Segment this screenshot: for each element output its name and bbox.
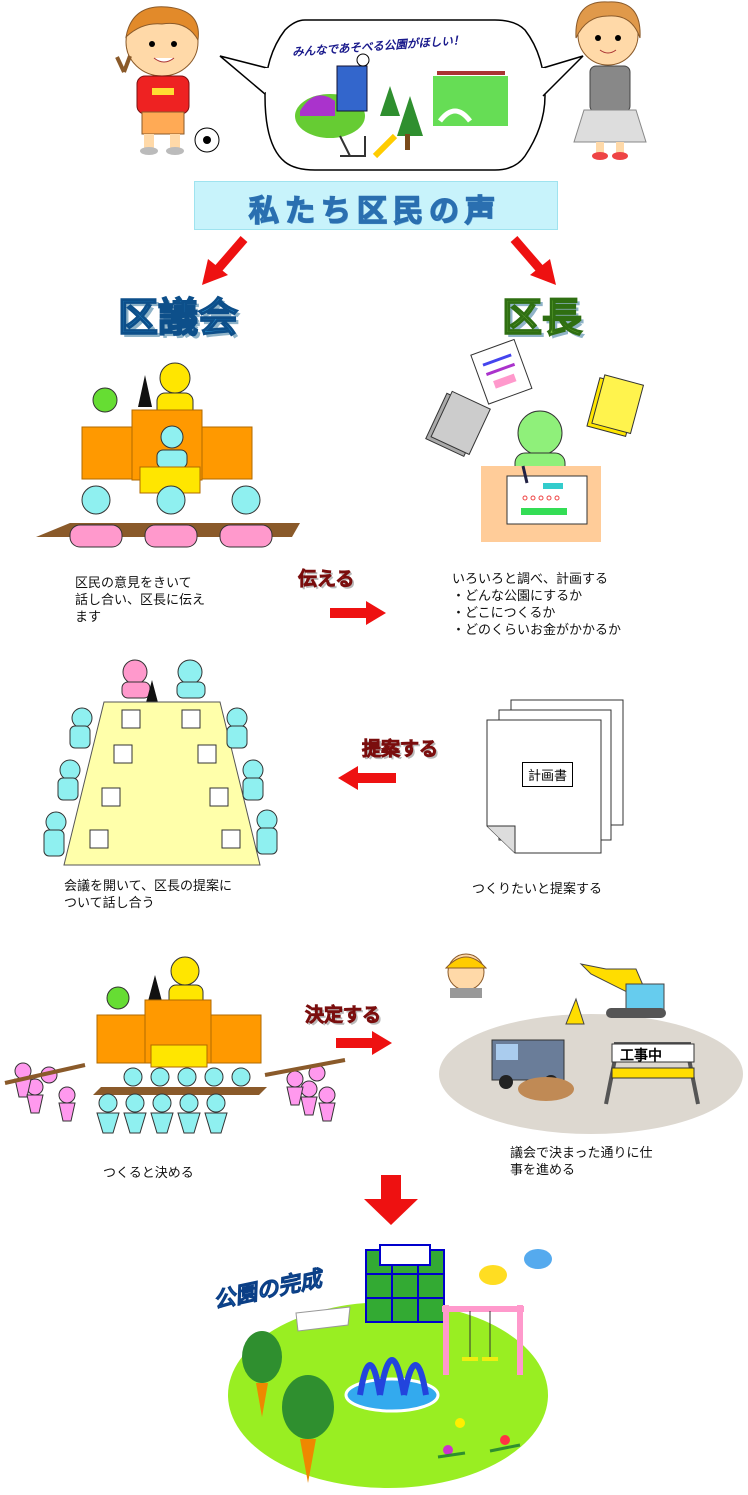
council-decision-illustration <box>4 956 346 1134</box>
label-convey: 伝える <box>298 568 355 591</box>
mayor-title: 区長 <box>501 294 583 342</box>
boy-illustration <box>115 6 220 155</box>
speech-bubble <box>219 19 584 171</box>
caption-mayor-plan: いろいろと調べ、計画する ・どんな公園にするか ・どこにつくるか ・どのくらいお… <box>452 572 622 638</box>
caption-council-decide: つくると決める <box>103 1166 194 1181</box>
arrow-right-decide <box>336 1031 392 1055</box>
council-discussion-illustration <box>36 362 300 548</box>
caption-mayor-propose: つくりたいと提案する <box>472 882 603 897</box>
arrow-left-propose <box>338 766 396 790</box>
caption-construction: 議会で決まった通りに仕 事を進める <box>510 1146 653 1178</box>
label-decide: 決定する <box>305 1004 382 1027</box>
caption-council-meeting: 会議を開いて、区長の提案に ついて話し合う <box>64 879 232 911</box>
caption-council-discuss: 区民の意見をきいて 話し合い、区長に伝え ます <box>75 576 206 625</box>
girl-illustration <box>573 1 647 160</box>
arrow-to-mayor <box>510 236 556 285</box>
council-meeting-illustration <box>43 659 278 866</box>
banner-text: 私たち区民の声 <box>248 193 501 230</box>
mayor-planning-illustration <box>425 338 645 542</box>
plan-document-label: 計画書 <box>522 762 574 787</box>
construction-illustration <box>439 953 743 1134</box>
arrow-right-convey <box>330 601 386 625</box>
council-title: 区議会 <box>117 294 239 342</box>
construction-sign-label: 工事中 <box>620 1048 662 1064</box>
completed-park-illustration <box>228 1244 552 1488</box>
arrow-to-council <box>202 236 248 285</box>
banner <box>194 181 558 230</box>
arrow-down-completion <box>364 1175 418 1225</box>
label-propose: 提案する <box>362 738 439 761</box>
